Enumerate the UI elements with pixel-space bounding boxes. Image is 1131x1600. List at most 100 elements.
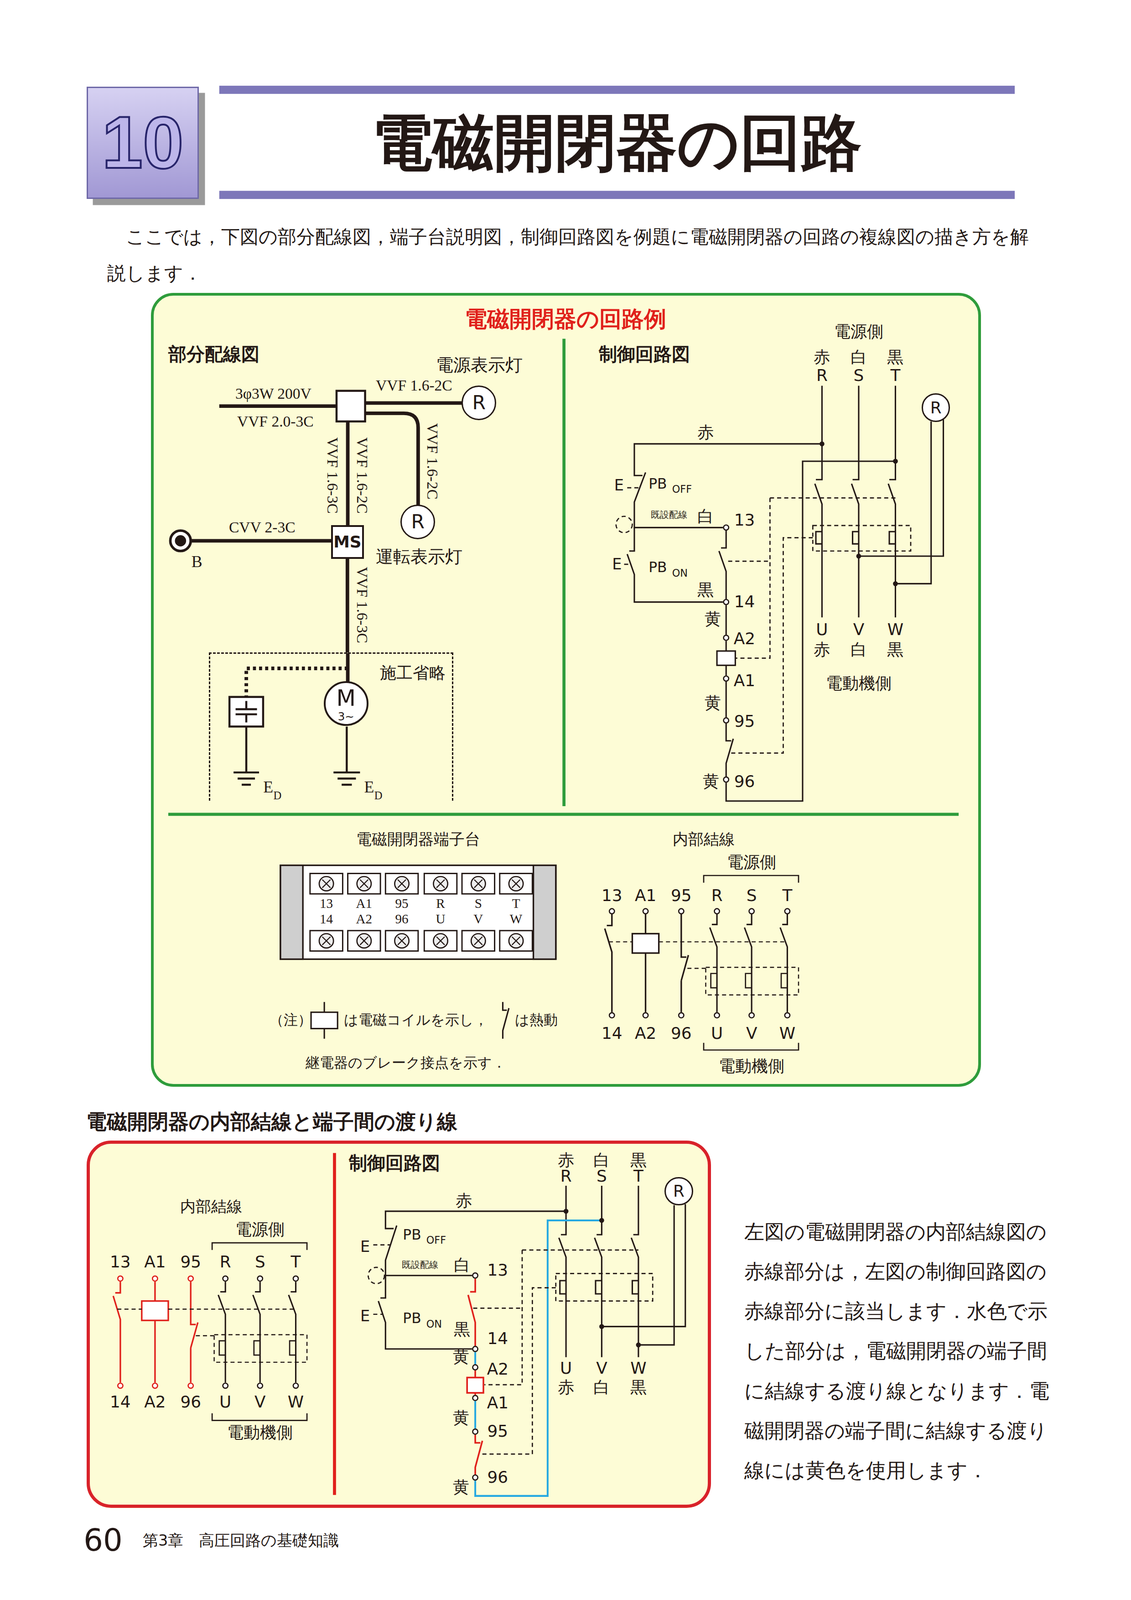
text-label: VVF 1.6-2C (423, 422, 442, 500)
text-label: 白 (593, 1150, 610, 1169)
text-label: 14 (601, 1023, 623, 1043)
text-label: 96 (734, 771, 756, 791)
text-label: 14 (487, 1328, 509, 1348)
internal-wiring (223, 1275, 229, 1281)
internal-wiring (710, 973, 717, 988)
internal-wiring (253, 1281, 261, 1382)
mechanical-link (812, 525, 911, 551)
text-label: 95 (180, 1252, 202, 1272)
terminal-block (474, 936, 483, 945)
omitted-work-area: 施工省略 M3∼ (208, 652, 454, 800)
text-label: E (614, 476, 624, 495)
internal-wiring (288, 1281, 296, 1382)
text-label: A2 (733, 628, 756, 648)
node-text: R (410, 510, 425, 534)
capacitor-symbol (229, 696, 264, 727)
terminal-block (319, 933, 334, 948)
text-label: PB (648, 558, 667, 576)
terminal-point (472, 1428, 478, 1434)
text-label: 左図の電磁開閉器の内部結線図の赤線部分は，左図の制御回路図の赤線部分に該当します… (744, 1211, 1053, 1491)
text-label: A1 (733, 670, 756, 690)
cable-run (219, 404, 337, 408)
text-label: 95 (487, 1421, 509, 1441)
text-label: 黒 (630, 1377, 647, 1397)
terminal-block (512, 936, 521, 945)
terminal-block (508, 876, 524, 891)
text-label: T (512, 896, 521, 912)
text-label: 黒 (697, 580, 714, 599)
magnetic-switch-box: MS (331, 524, 364, 559)
mechanical-link (481, 1287, 556, 1454)
text-label: 白 (850, 347, 867, 367)
text-label: A2 (634, 1023, 657, 1043)
pilot-lamp: R (400, 504, 436, 540)
internal-wiring (644, 913, 647, 1012)
b-terminal-symbol (170, 530, 191, 551)
junction-dot (819, 441, 898, 587)
text-label: 内部結線 (180, 1197, 243, 1216)
text-label: 内部結線 (672, 830, 735, 849)
text-label: B (191, 552, 203, 572)
header-decoration (219, 190, 1015, 199)
internal-wiring (714, 908, 720, 914)
ground-symbol (233, 726, 360, 784)
internal-wiring (705, 966, 799, 995)
text-label: 運転表示灯 (375, 546, 463, 567)
control-wiring (627, 527, 723, 602)
b-terminal-symbol (170, 530, 191, 551)
pilot-lamp: R (664, 1176, 694, 1206)
internal-wiring (643, 908, 649, 914)
text-label: 96 (670, 1023, 692, 1043)
terminal-point (723, 634, 729, 640)
text-label: PB (402, 1309, 421, 1326)
terminal-block (533, 865, 556, 960)
text-label: CVV 2-3C (228, 518, 296, 537)
internal-wiring (152, 1275, 158, 1281)
text-label: S (254, 1252, 266, 1272)
internal-wiring (117, 1382, 123, 1388)
control-wiring (627, 385, 944, 801)
note-symbol (311, 1011, 338, 1029)
text-label: 13 (734, 510, 756, 530)
junction-dot (599, 1217, 605, 1223)
text-label: 制御回路図 (598, 343, 691, 365)
terminal-block (385, 930, 419, 951)
text-label: V (596, 1358, 608, 1377)
text-label: 電源表示灯 (435, 355, 523, 376)
text-label: A1 (634, 886, 657, 905)
text-label: 赤 (455, 1190, 473, 1210)
terminal-block (280, 865, 556, 960)
internal-wiring (141, 1300, 169, 1320)
internal-wiring (190, 1281, 198, 1382)
internal-wiring (781, 973, 788, 988)
control-wiring (601, 1203, 685, 1345)
mechanical-link (473, 1249, 639, 1385)
text-label: OFF (672, 483, 692, 496)
note-symbol (311, 1001, 509, 1039)
text-label: 赤 (813, 640, 831, 659)
internal-wiring (152, 1382, 158, 1388)
control-wiring (858, 419, 944, 584)
node-text: 施工省略 (379, 663, 446, 682)
text-label: V (473, 911, 483, 927)
text-label: E (263, 778, 274, 797)
junction-dot (563, 1208, 642, 1347)
internal-wiring (604, 913, 613, 1012)
terminal-block (424, 873, 457, 894)
text-label: 96 (395, 911, 409, 927)
motor-symbol: M3∼ (323, 680, 369, 726)
text-label: 既設配線 (401, 1259, 439, 1270)
node-text: 電磁開閉器の内部結線と端子間の渡り線 (86, 1109, 458, 1133)
internal-wiring (289, 1340, 296, 1355)
text-label: 黄 (704, 693, 722, 712)
control-wiring (726, 723, 734, 777)
internal-wiring (293, 1382, 299, 1388)
terminal-block (319, 876, 334, 891)
internal-wiring (257, 1382, 263, 1388)
text-label: 継電器のブレーク接点を示す． (305, 1054, 507, 1071)
terminal-point (723, 776, 729, 782)
internal-wiring (218, 1281, 226, 1382)
internal-wiring (113, 1281, 121, 1382)
text-label: W (887, 619, 904, 639)
mechanical-link (616, 487, 911, 753)
